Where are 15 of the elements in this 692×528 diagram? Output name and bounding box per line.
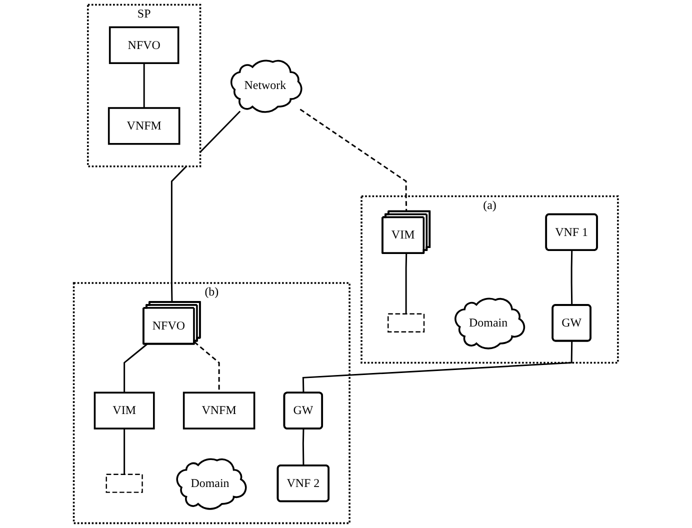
connector xyxy=(302,341,573,393)
node-box xyxy=(106,474,143,493)
node-box: NFVO xyxy=(109,26,180,64)
node-box xyxy=(388,313,425,332)
connector xyxy=(302,428,304,466)
node-box: VNFM xyxy=(183,392,256,430)
node-box: VNFM xyxy=(108,107,180,145)
node-box: VIM xyxy=(94,392,155,430)
connector xyxy=(124,428,126,474)
connector xyxy=(570,250,573,306)
connector xyxy=(143,63,145,108)
connector xyxy=(300,108,408,212)
connector xyxy=(171,110,241,302)
connector xyxy=(405,253,408,314)
connector xyxy=(124,344,148,393)
